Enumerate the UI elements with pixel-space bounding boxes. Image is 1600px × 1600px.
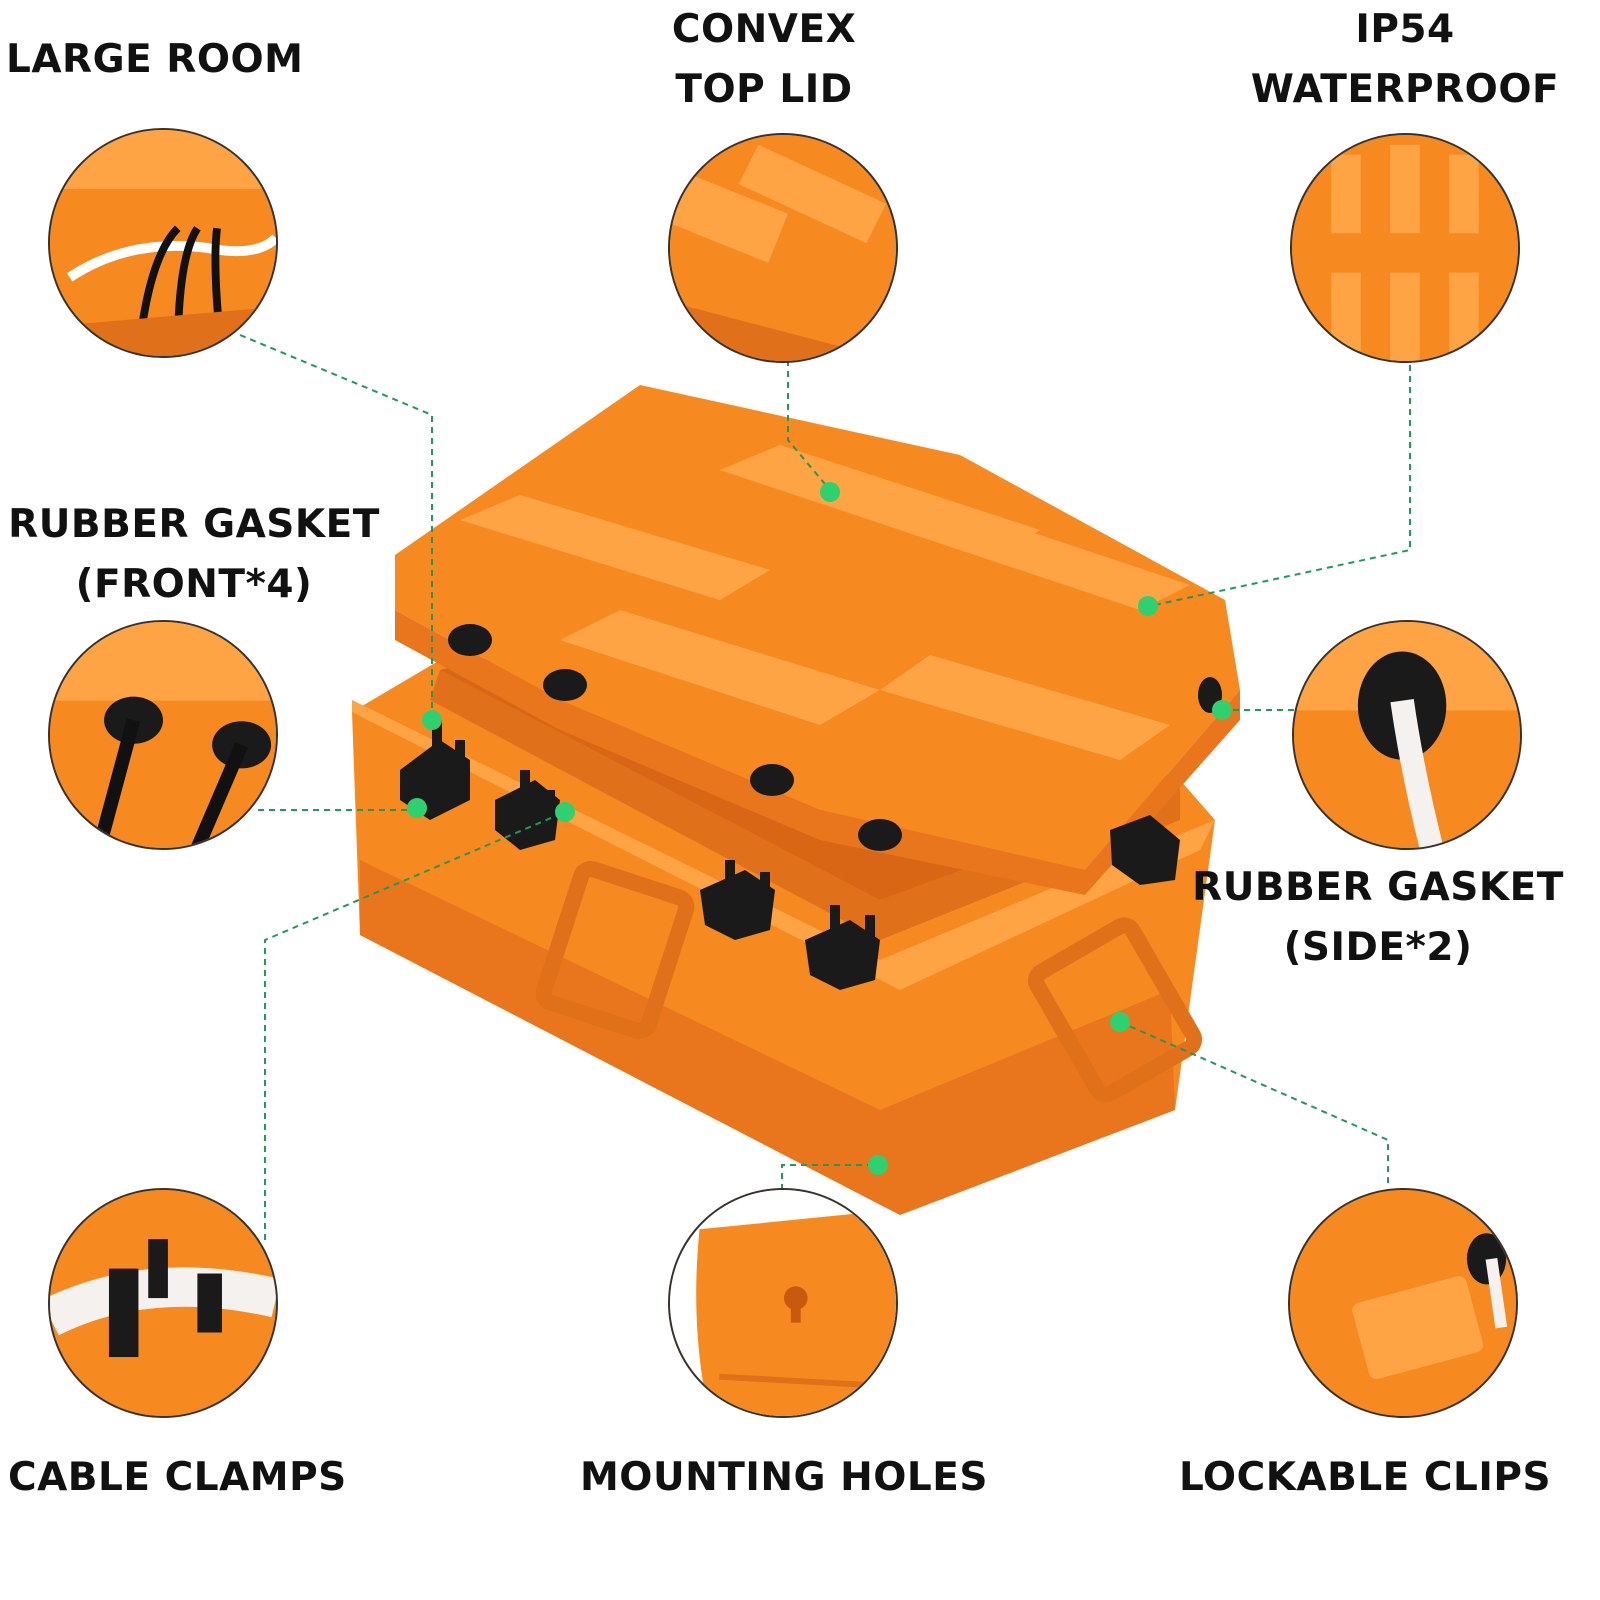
inset-mounting-holes bbox=[668, 1188, 898, 1418]
callout-dot-mounting bbox=[868, 1155, 888, 1175]
leader-lines bbox=[239, 334, 1411, 1240]
leader-convex-lid bbox=[787, 360, 831, 491]
rubber-gaskets bbox=[448, 624, 1222, 851]
label-convex-top-lid: CONVEX TOP LID bbox=[671, 7, 857, 112]
leader-lockable bbox=[1119, 1021, 1389, 1185]
callout-dot-gasket-side bbox=[1212, 700, 1232, 720]
callout-dot-lockable bbox=[1110, 1012, 1130, 1032]
label-cable-clamps: CABLE CLAMPS bbox=[8, 1455, 347, 1500]
inset-large-room bbox=[48, 128, 278, 358]
leader-ip54 bbox=[1149, 365, 1411, 607]
callout-dot-gasket-front bbox=[407, 798, 427, 818]
label-mounting-holes: MOUNTING HOLES bbox=[580, 1455, 988, 1500]
inset-lockable-clips bbox=[1288, 1188, 1518, 1418]
label-large-room: LARGE ROOM bbox=[6, 37, 304, 82]
callout-dot-large-room bbox=[422, 710, 442, 730]
callout-dots bbox=[407, 482, 1232, 1175]
leader-cable-clamps bbox=[264, 811, 566, 1240]
label-ip54-waterproof: IP54 WATERPROOF bbox=[1250, 7, 1560, 112]
inset-ip54 bbox=[1290, 133, 1520, 363]
inset-cable-clamps bbox=[48, 1188, 278, 1418]
callout-dot-ip54 bbox=[1138, 596, 1158, 616]
callout-dot-convex-lid bbox=[820, 482, 840, 502]
cable-clamps bbox=[400, 720, 1180, 990]
label-rubber-gasket-front: RUBBER GASKET (FRONT*4) bbox=[8, 502, 380, 607]
label-lockable-clips: LOCKABLE CLIPS bbox=[1178, 1455, 1552, 1500]
box-lid bbox=[395, 385, 1240, 895]
callout-dot-cable-clamps bbox=[555, 802, 575, 822]
leader-mounting bbox=[781, 1164, 878, 1190]
inset-convex-lid bbox=[668, 133, 898, 363]
inset-gasket-side bbox=[1292, 620, 1522, 850]
inset-gasket-front bbox=[48, 620, 278, 850]
label-rubber-gasket-side: RUBBER GASKET (SIDE*2) bbox=[1192, 865, 1564, 970]
leader-large-room bbox=[239, 334, 433, 718]
